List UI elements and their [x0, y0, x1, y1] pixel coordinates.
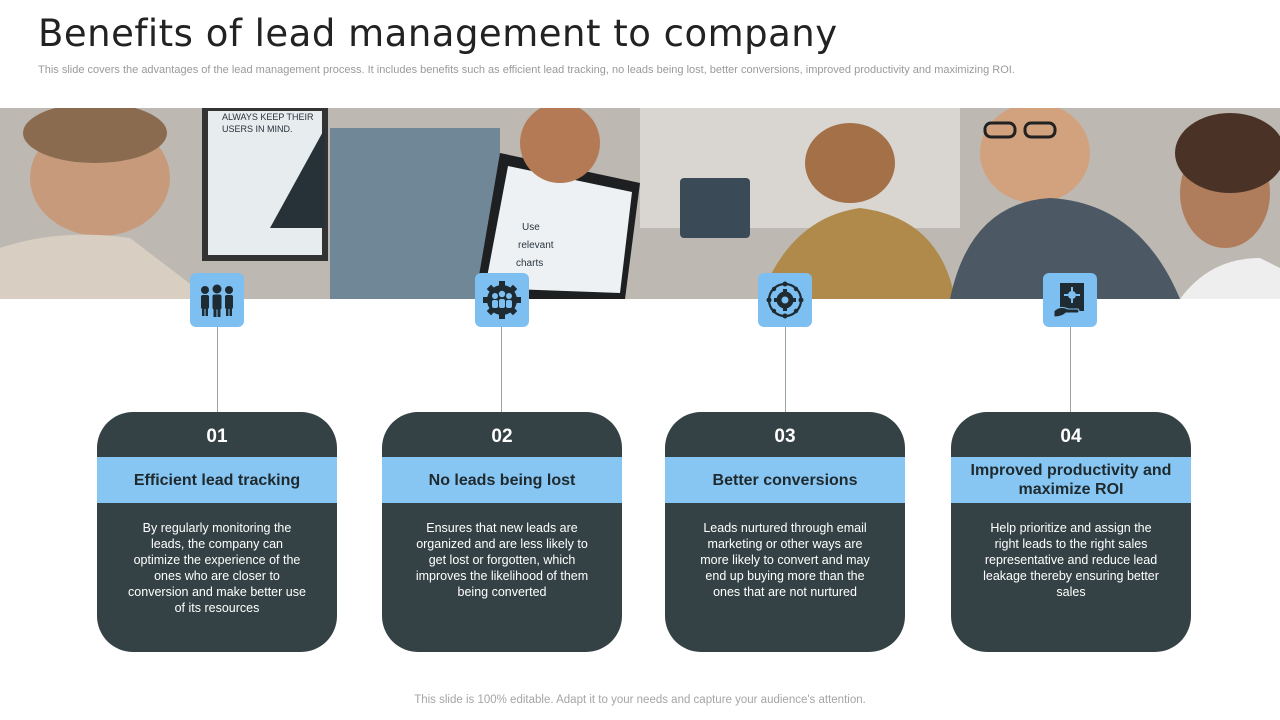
- benefit-icon-box-4: [1043, 273, 1097, 327]
- laptop-text-3: charts: [516, 258, 543, 269]
- benefit-number: 02: [491, 426, 513, 447]
- laptop-text-2: relevant: [518, 240, 554, 251]
- benefit-card-4: 04 Improved productivity and maximize RO…: [951, 412, 1191, 652]
- benefit-number: 01: [206, 426, 228, 447]
- poster-text-2: USERS IN MIND.: [222, 124, 293, 134]
- banner-photo: ALWAYS KEEP THEIR USERS IN MIND. Use rel…: [0, 108, 1280, 299]
- page-title: Benefits of lead management to company: [38, 12, 838, 55]
- connector-line-1: [217, 327, 218, 413]
- benefit-description: Help prioritize and assign the right lea…: [983, 521, 1159, 599]
- benefit-card-2: 02 No leads being lost Ensures that new …: [382, 412, 622, 652]
- benefit-card-1: 01 Efficient lead tracking By regularly …: [97, 412, 337, 652]
- page-subtitle: This slide covers the advantages of the …: [38, 64, 1015, 76]
- team-icon: [201, 284, 233, 317]
- footer-note: This slide is 100% editable. Adapt it to…: [414, 694, 866, 706]
- benefit-number: 03: [774, 426, 796, 447]
- benefit-description: Leads nurtured through email marketing o…: [700, 521, 870, 599]
- benefit-title: Better conversions: [665, 457, 905, 503]
- benefit-description: By regularly monitoring the leads, the c…: [128, 521, 306, 615]
- connector-line-2: [501, 327, 502, 413]
- benefit-number: 04: [1060, 426, 1082, 447]
- benefit-icon-box-3: [758, 273, 812, 327]
- laptop-text-1: Use: [522, 222, 540, 233]
- document-hand-icon: [1053, 283, 1084, 318]
- benefit-title: Improved productivity and maximize ROI: [951, 457, 1191, 503]
- benefit-title: No leads being lost: [382, 457, 622, 503]
- benefit-icon-box-2: [475, 273, 529, 327]
- benefit-icon-box-1: [190, 273, 244, 327]
- benefit-description: Ensures that new leads are organized and…: [415, 521, 589, 599]
- team-gear-icon: [483, 281, 521, 319]
- benefit-title: Efficient lead tracking: [97, 457, 337, 503]
- benefit-card-3: 03 Better conversions Leads nurtured thr…: [665, 412, 905, 652]
- gear-network-icon: [766, 281, 804, 319]
- connector-line-3: [785, 327, 786, 413]
- poster-text-1: ALWAYS KEEP THEIR: [222, 112, 314, 122]
- connector-line-4: [1070, 327, 1071, 413]
